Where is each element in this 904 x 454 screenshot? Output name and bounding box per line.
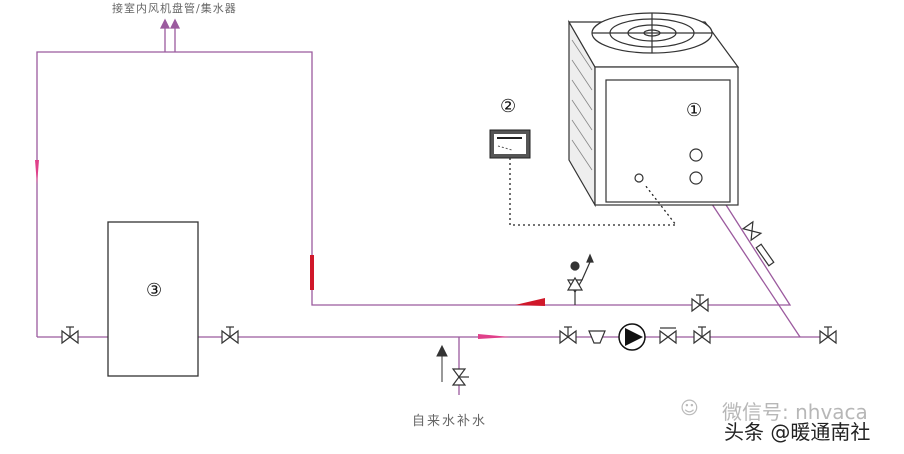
inlet-port	[689, 171, 703, 185]
top-connection-label: 接室内风机盘管/集水器	[112, 2, 237, 15]
loop-pipe	[36, 51, 792, 337]
check-valve-icon	[659, 327, 677, 345]
gate-valve-icon	[819, 326, 837, 345]
pipes	[36, 51, 835, 395]
unit-1-label: ①	[686, 100, 703, 121]
safety-valve-icon	[566, 253, 594, 305]
gate-valve-icon	[221, 326, 239, 345]
heat-pump-unit	[567, 12, 740, 208]
watermark: 头条 @暖通南社	[724, 420, 871, 444]
gate-valve-icon	[693, 326, 711, 345]
top-arrows	[159, 18, 181, 52]
unit-2-label: ②	[500, 96, 517, 117]
return-diagonal	[695, 179, 801, 338]
gate-valve-icon	[691, 294, 709, 313]
makeup-valve-icon	[451, 368, 469, 386]
flow-mark-supply-vertical	[310, 255, 314, 290]
diagonal-valve-icon	[741, 220, 763, 242]
flow-mark-left	[35, 160, 39, 185]
flow-mark-supply	[515, 298, 545, 306]
strainer-icon	[755, 243, 775, 267]
gate-valve-icon	[61, 326, 79, 345]
wechat-icon: ☺	[680, 398, 699, 419]
controller	[489, 129, 531, 159]
filter-icon	[588, 330, 606, 344]
makeup-water-label: 自来水补水	[412, 414, 488, 429]
watermark-back: 微信号: nhvaca	[722, 400, 868, 424]
control-cable	[509, 158, 678, 226]
unit-3-label: ③	[146, 280, 163, 301]
makeup-arrow-icon	[436, 344, 448, 382]
outlet-port	[689, 148, 703, 162]
buffer-tank	[107, 221, 199, 377]
flow-mark-return	[478, 334, 510, 339]
signal-port	[634, 173, 644, 183]
gate-valve-icon	[559, 326, 577, 345]
valves	[61, 220, 837, 386]
pump-icon	[618, 323, 646, 351]
